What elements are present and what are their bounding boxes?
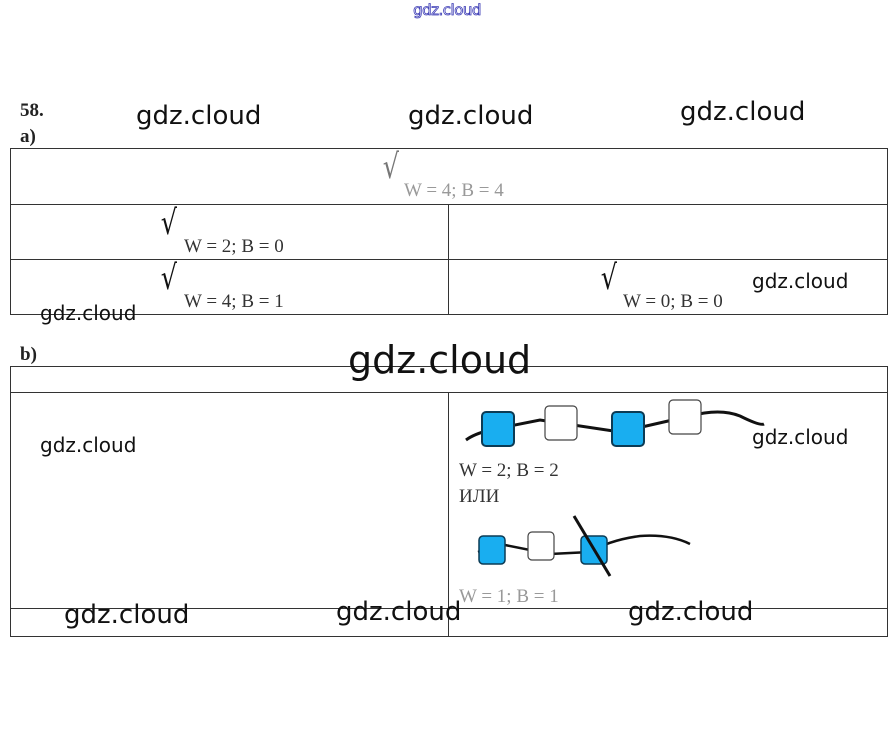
row-divider (10, 392, 888, 393)
answer-row2-left: W = 2; B = 0 (184, 236, 284, 257)
checkmark-icon: √ (160, 203, 177, 243)
table-border-bottom (10, 314, 888, 315)
checkmark-icon: √ (600, 258, 617, 298)
watermark: gdz.cloud (40, 433, 137, 457)
watermark: gdz.cloud (336, 597, 462, 627)
row-divider (10, 259, 888, 260)
column-divider (448, 392, 449, 637)
table-border-top (10, 148, 888, 149)
answer-row1: W = 4; B = 4 (404, 180, 504, 201)
checkmark-icon: √ (160, 258, 177, 298)
bead-chain-option2 (477, 515, 691, 577)
string-line (465, 410, 765, 442)
watermark: gdz.cloud (40, 301, 137, 325)
cut-mark-icon (572, 515, 612, 577)
task-number: 58. (20, 100, 44, 121)
site-header-logo[interactable]: gdz.cloud (413, 1, 482, 20)
bead-white (544, 405, 578, 441)
bead-blue (481, 411, 515, 447)
table-border-bottom (10, 636, 888, 637)
part-b-label: b) (20, 344, 37, 365)
column-divider (448, 204, 449, 315)
watermark: gdz.cloud (752, 425, 849, 449)
row-divider (10, 204, 888, 205)
separator-or: ИЛИ (459, 486, 500, 507)
bead-blue (478, 535, 506, 565)
checkmark-icon: √ (382, 147, 399, 187)
bead-blue (611, 411, 645, 447)
bead-chain-option1 (465, 399, 765, 447)
answer-option2: W = 1; B = 1 (459, 586, 559, 607)
table-border-left (10, 148, 11, 315)
watermark: gdz.cloud (64, 600, 190, 630)
watermark: gdz.cloud (628, 597, 754, 627)
answer-row3-right: W = 0; B = 0 (623, 291, 723, 312)
watermark: gdz.cloud (136, 101, 262, 131)
row-divider (10, 608, 888, 609)
watermark: gdz.cloud (348, 338, 532, 382)
bead-white (527, 531, 555, 561)
table-border-right (887, 366, 888, 637)
answer-option1: W = 2; B = 2 (459, 460, 559, 481)
table-border-top (10, 366, 888, 367)
table-border-right (887, 148, 888, 315)
watermark: gdz.cloud (752, 269, 849, 293)
table-border-left (10, 366, 11, 637)
watermark: gdz.cloud (680, 97, 806, 127)
answer-row3-left: W = 4; B = 1 (184, 291, 284, 312)
watermark: gdz.cloud (408, 101, 534, 131)
part-a-label: a) (20, 126, 36, 147)
bead-white (668, 399, 702, 435)
